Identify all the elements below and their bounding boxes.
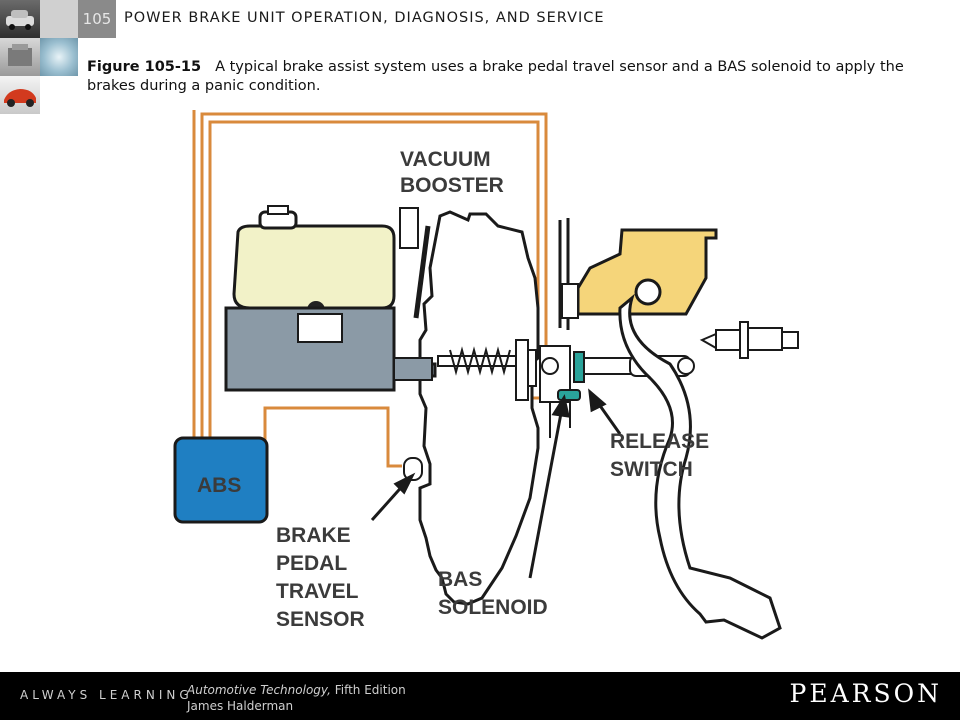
header-thumbnails <box>0 0 40 114</box>
brake-sensor-label-3: TRAVEL <box>276 580 359 603</box>
release-switch-part <box>573 351 585 383</box>
bas-solenoid-part <box>557 389 581 401</box>
chapter-title: POWER BRAKE UNIT OPERATION, DIAGNOSIS, A… <box>124 10 605 26</box>
car-thumbnail-2 <box>0 76 40 114</box>
vacuum-booster-label-2: BOOSTER <box>400 174 504 197</box>
stop-lamp-switch <box>699 321 799 359</box>
book-credit: Automotive Technology, Fifth Edition Jam… <box>187 682 406 714</box>
vacuum-booster-label-1: VACUUM <box>400 148 491 171</box>
brake-sensor-label-2: PEDAL <box>276 552 347 575</box>
figure-label: Figure 105-15 <box>87 59 202 75</box>
fluid-reservoir <box>232 224 396 310</box>
book-title: Automotive Technology, <box>187 683 331 697</box>
crystal-decor-image <box>40 38 78 76</box>
header-decor <box>40 0 78 38</box>
caption-text: A typical brake assist system uses a bra… <box>87 59 904 94</box>
book-edition: Fifth Edition <box>330 683 406 697</box>
engine-thumbnail <box>0 38 40 76</box>
release-switch-label-2: SWITCH <box>610 458 693 481</box>
bas-solenoid-label-1: BAS <box>438 568 482 591</box>
abs-label: ABS <box>197 474 241 497</box>
footer-bar: ALWAYS LEARNING Automotive Technology, F… <box>0 672 960 720</box>
chapter-number: 105 <box>78 0 116 38</box>
bas-solenoid-label-2: SOLENOID <box>438 596 548 619</box>
pearson-logo: PEARSON <box>789 679 942 708</box>
brake-sensor-label-1: BRAKE <box>276 524 351 547</box>
abs-module <box>173 436 269 524</box>
vacuum-booster <box>418 210 540 606</box>
always-learning-tagline: ALWAYS LEARNING <box>20 688 193 702</box>
brake-assist-diagram: ABS <box>173 110 799 640</box>
brake-pedal-travel-sensor <box>403 457 423 481</box>
brake-pedal <box>618 293 782 640</box>
release-switch-label-1: RELEASE <box>610 430 709 453</box>
author-name: James Halderman <box>187 699 294 713</box>
brake-sensor-label-4: SENSOR <box>276 608 365 631</box>
pedal-bracket <box>576 228 718 316</box>
car-thumbnail-1 <box>0 0 40 38</box>
